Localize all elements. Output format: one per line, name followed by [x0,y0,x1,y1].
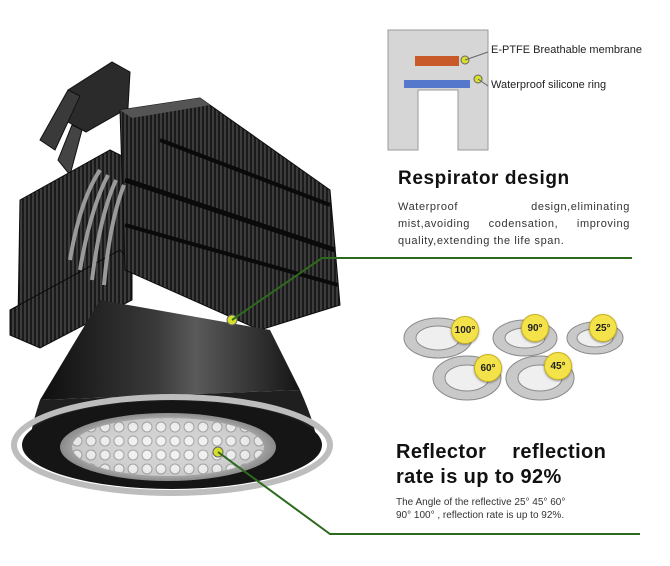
respirator-description: Waterproof design,eliminating mist,avoid… [398,201,630,247]
membrane-label: E-PTFE Breathable membrane [491,44,643,56]
angle-badge-25: 25° [589,314,617,342]
membrane-cutaway-diagram [387,29,489,151]
angle-badge-90: 90° [521,314,549,342]
reflector-title-line2: rate is up to 92% [396,466,562,488]
angle-badge-45: 45° [544,352,572,380]
main-heatsink [119,97,341,331]
respirator-title: Respirator design [398,168,570,189]
callout-lines [212,257,640,535]
silicone-ring-label: Waterproof silicone ring [491,79,607,91]
mounting-bracket [39,61,131,177]
heat-pipes [68,168,126,286]
reflector-description-line1: The Angle of the reflective 25° 45° 60° [396,497,566,508]
angle-badge-60: 60° [474,354,502,382]
angle-badge-100: 100° [451,316,479,344]
reflector-title: Reflector reflection rate is up to 92% [396,440,636,490]
guard-ring [11,394,333,496]
reflector-title-line1: Reflector reflection [396,441,607,463]
reflector-description-line2: 90° 100° , reflection rate is up to 92%. [396,510,565,521]
reflector-description: The Angle of the reflective 25° 45° 60° … [396,496,636,522]
